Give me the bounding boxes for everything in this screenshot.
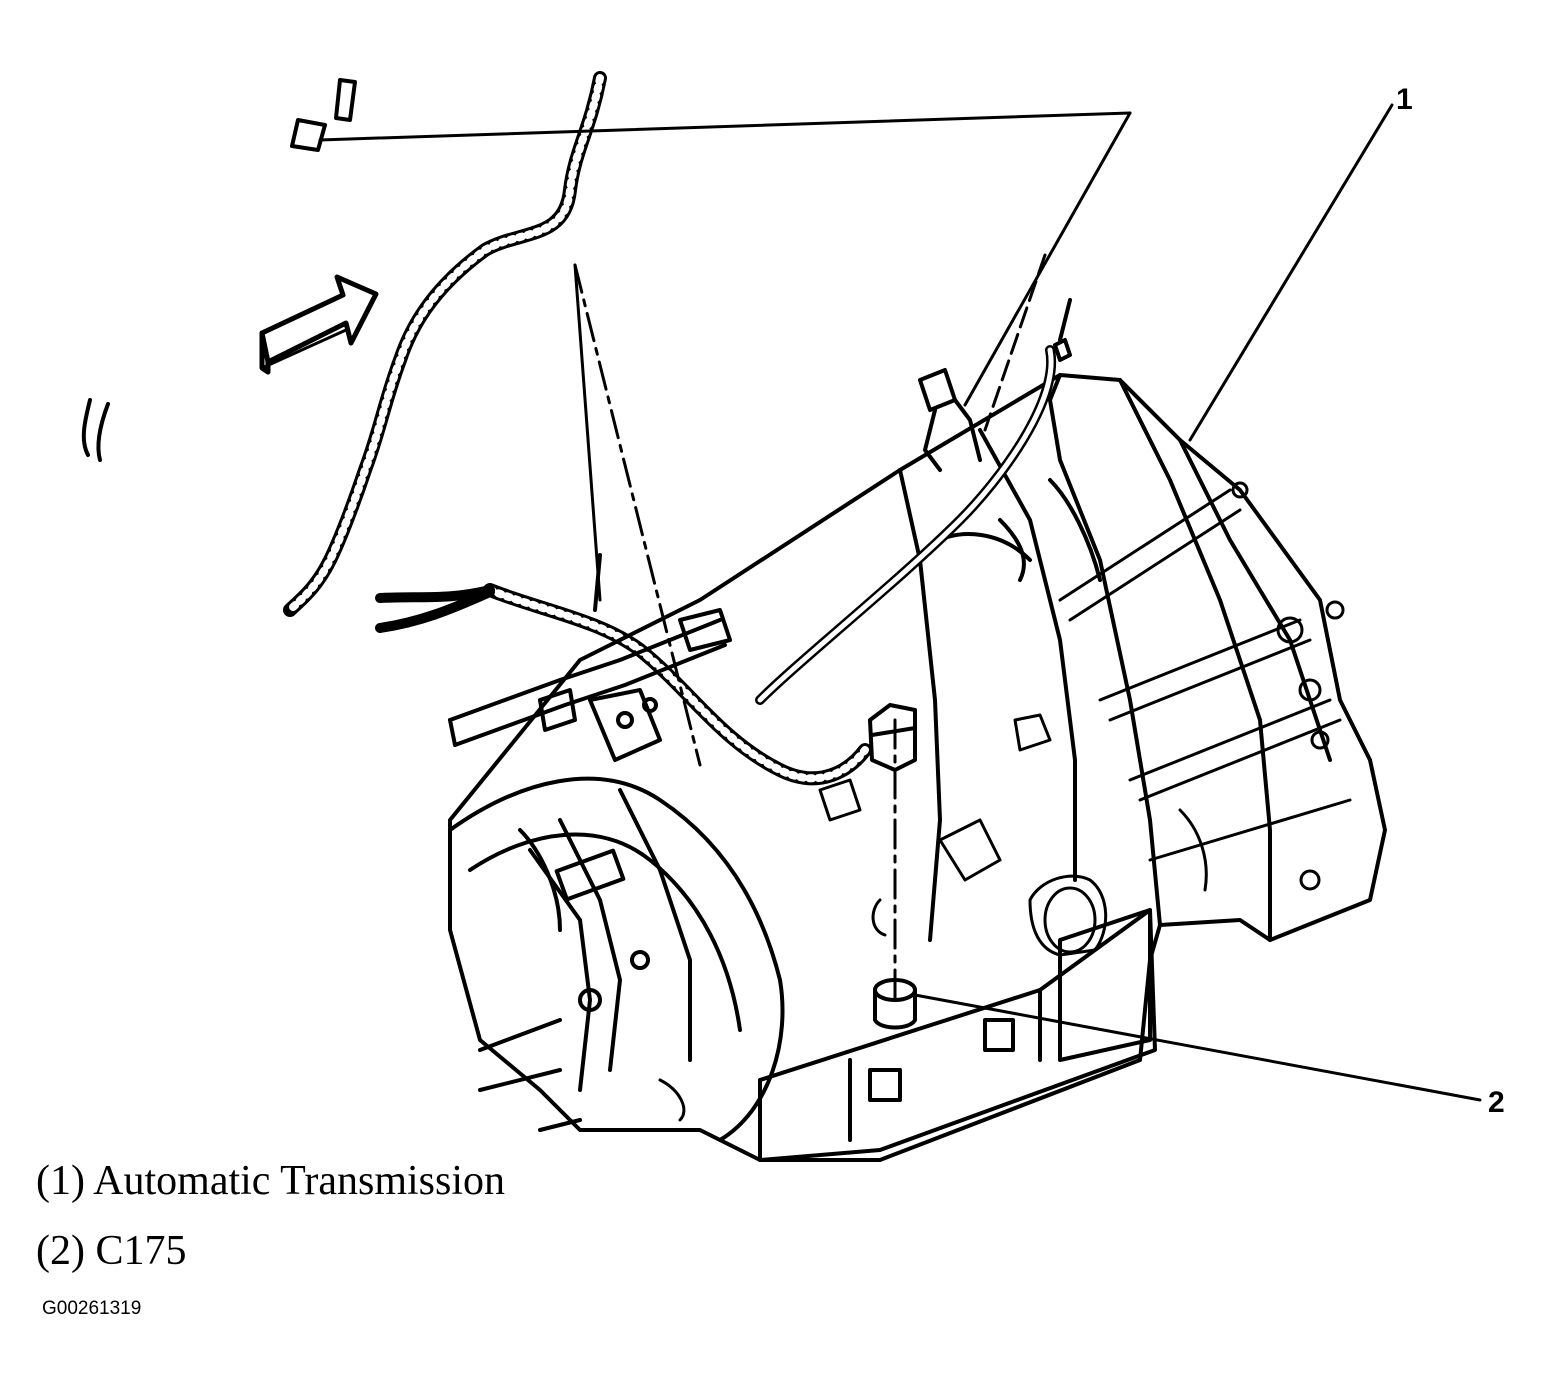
leader-lines (318, 103, 1482, 1102)
callout-number-1: 1 (1396, 83, 1413, 116)
bellhousing-ribs (1058, 481, 1352, 891)
figure-id: G00261319 (42, 1298, 142, 1319)
shift-linkage (448, 298, 1072, 762)
tail-housing (448, 776, 785, 1142)
legend-item-1: (1) Automatic Transmission (36, 1158, 506, 1204)
oil-pan (758, 908, 1157, 1162)
wiring-harness (81, 71, 872, 786)
legend-item-2: (2) C175 (36, 1228, 187, 1274)
case-details (658, 713, 1208, 1122)
top-connectors (678, 368, 982, 652)
view-direction-arrow (259, 274, 379, 375)
transmission-case (448, 373, 1387, 1162)
connector-c175 (868, 703, 917, 1030)
callout-number-2: 2 (1488, 1086, 1505, 1119)
